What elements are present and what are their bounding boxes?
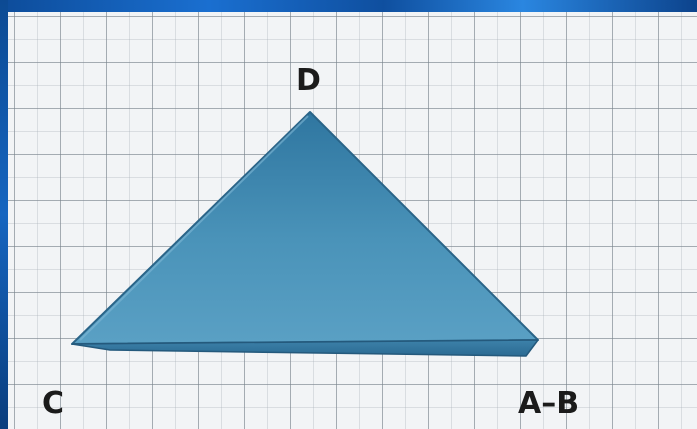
vertex-label-c: C: [42, 386, 65, 421]
triangle-base-fold: [71, 339, 539, 357]
vertex-label-d: D: [296, 63, 321, 98]
triangle-face: [71, 111, 539, 345]
left-banner-strip: [0, 0, 8, 429]
triangle-left-edge-highlight: [79, 115, 309, 341]
vertex-label-a-b: A–B: [518, 386, 580, 421]
top-banner-strip: [0, 0, 697, 12]
